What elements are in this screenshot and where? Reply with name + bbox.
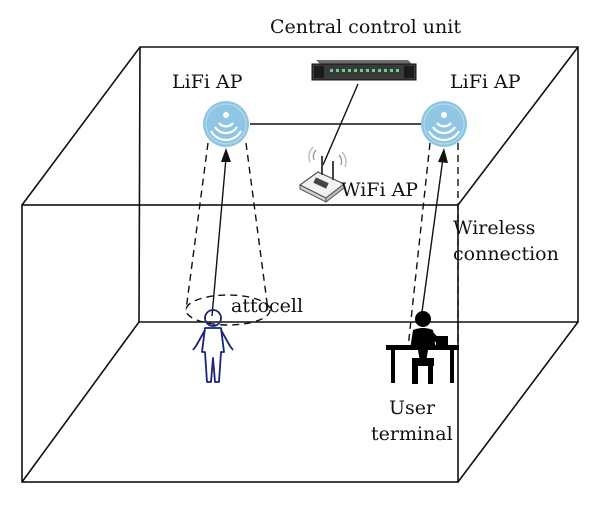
right-cone-edge <box>407 142 431 349</box>
attocell-label: attocell <box>231 295 304 317</box>
user-terminal-label-line2: terminal <box>371 423 453 445</box>
left-uplink-arrow <box>211 157 227 317</box>
right-uplink-arrow <box>421 157 444 313</box>
wireless-connection-label-line2: connection <box>453 243 559 265</box>
control-to-wifi-link <box>322 83 359 166</box>
wireless-connection-label-line1: Wireless <box>453 217 536 239</box>
room-back-edges <box>21 46 579 483</box>
room-top-right-edge <box>457 46 579 206</box>
wifi-ap-label: WiFi AP <box>341 179 419 201</box>
room-bottom-right-edge <box>457 321 579 483</box>
room-back-vertical <box>138 46 141 323</box>
rack-server-icon <box>311 60 417 81</box>
seated-person-at-desk-icon <box>386 311 459 384</box>
right-attocell <box>407 142 459 349</box>
lifi-ap-icon <box>203 101 249 147</box>
room-front-face <box>21 204 459 483</box>
standing-person-icon <box>192 309 234 383</box>
left-uplink-arrowhead <box>221 148 231 162</box>
wifi-router-icon <box>298 146 347 204</box>
lifi-ap-left-label: LiFi AP <box>172 71 243 93</box>
room-box <box>21 46 579 483</box>
right-uplink-arrowhead <box>438 148 448 163</box>
lifi-ap-icon <box>421 101 467 147</box>
lifi-ap-right-label: LiFi AP <box>450 71 521 93</box>
left-cone-edge <box>185 142 209 311</box>
control-unit-label: Central control unit <box>270 16 461 38</box>
left-cone-edge <box>245 142 269 311</box>
attocell-ellipse <box>185 294 271 326</box>
left-attocell <box>185 142 271 326</box>
user-terminal-label-line1: User <box>389 397 436 419</box>
